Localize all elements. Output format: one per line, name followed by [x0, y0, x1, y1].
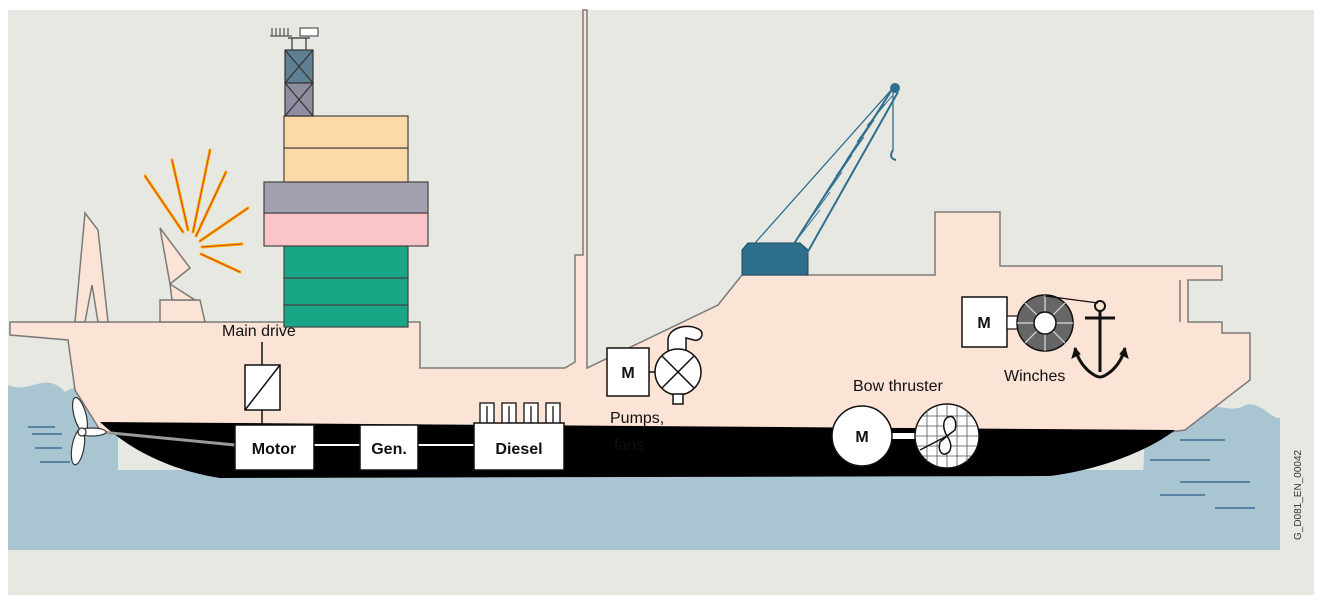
crane-icon [741, 83, 900, 276]
winches-label: Winches [1004, 368, 1065, 385]
pump-icon [654, 325, 703, 405]
propeller-icon [70, 396, 107, 466]
winch-drum-icon [1016, 294, 1099, 352]
signal-flash [143, 148, 250, 274]
generator-box [359, 424, 419, 471]
winch-motor-label: M [977, 315, 990, 332]
aft-davit [74, 211, 109, 323]
bow-thruster-label: Bow thruster [853, 378, 943, 395]
pumps-label-line2: fans [614, 437, 644, 454]
pump-motor-label: M [621, 365, 634, 382]
bow-motor-label: M [855, 429, 868, 446]
thruster-propeller-icon [914, 403, 980, 469]
bow-motor-circle [831, 405, 893, 467]
pump-motor-box [606, 347, 650, 397]
radar-arm [159, 299, 206, 323]
motor-label: Motor [252, 441, 296, 458]
mast [284, 37, 314, 117]
radar-dish-icon [159, 227, 198, 301]
diesel-box [473, 422, 565, 471]
generator-label: Gen. [371, 441, 407, 458]
bridge-tower [263, 115, 429, 328]
motor-box [234, 424, 315, 471]
water-ripples [28, 426, 1255, 509]
figure-code: G_D081_EN_00042 [1293, 449, 1304, 540]
sea [8, 382, 1280, 550]
antenna-icon [270, 27, 319, 37]
converter-icon [244, 364, 281, 411]
anchor-icon [1071, 300, 1129, 379]
diesel-label: Diesel [495, 441, 542, 458]
main-drive-label: Main drive [222, 323, 296, 340]
pumps-label-line1: Pumps, [610, 410, 664, 427]
